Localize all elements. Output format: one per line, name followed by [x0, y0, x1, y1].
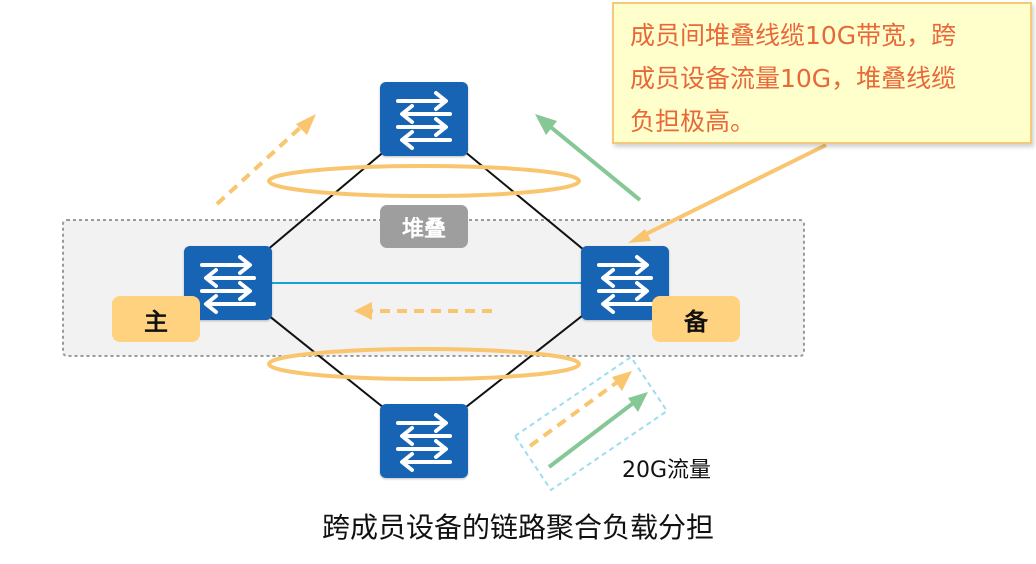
switch-arrows-icon: [200, 255, 256, 314]
callout-pointer-head: [628, 229, 651, 243]
switch-arrows-icon: [396, 91, 452, 150]
flow-arrow-stack-head: [354, 302, 372, 320]
master-tag: 主: [112, 296, 200, 342]
aggregation-ring-top: [267, 164, 581, 198]
diagram-caption: 跨成员设备的链路聚合负载分担: [321, 511, 714, 544]
aggregation-ring-bottom: [267, 347, 581, 381]
flow-arrow-green-up: [545, 122, 642, 202]
flow-arrow-dashed-lower-head: [612, 371, 632, 391]
callout-line-3: 负担极高。: [630, 107, 756, 136]
flow-arrow-dashed-up-head: [296, 114, 316, 135]
callout-line-1: 成员间堆叠线缆10G带宽，跨: [630, 21, 957, 50]
stack-label: 堆叠: [380, 205, 468, 248]
switch-top: [380, 82, 468, 156]
callout-line-2: 成员设备流量10G，堆叠线缆: [630, 64, 957, 93]
flow-arrow-green-lower-head: [628, 392, 648, 412]
switch-arrows-icon: [396, 413, 452, 472]
callout-pointer: [639, 143, 827, 239]
traffic-highlight-box: [513, 355, 669, 492]
callout-box: 成员间堆叠线缆10G带宽，跨 成员设备流量10G，堆叠线缆 负担极高。: [612, 2, 1032, 144]
flow-arrow-green-up-head: [535, 114, 557, 135]
flow-arrow-dashed-up: [215, 124, 304, 206]
switch-bottom: [380, 404, 468, 478]
standby-tag: 备: [652, 296, 740, 342]
flow-arrow-dashed-lower: [528, 378, 622, 448]
flow-arrow-green-lower: [547, 399, 638, 469]
switch-arrows-icon: [597, 255, 653, 314]
traffic-label: 20G流量: [622, 458, 712, 483]
